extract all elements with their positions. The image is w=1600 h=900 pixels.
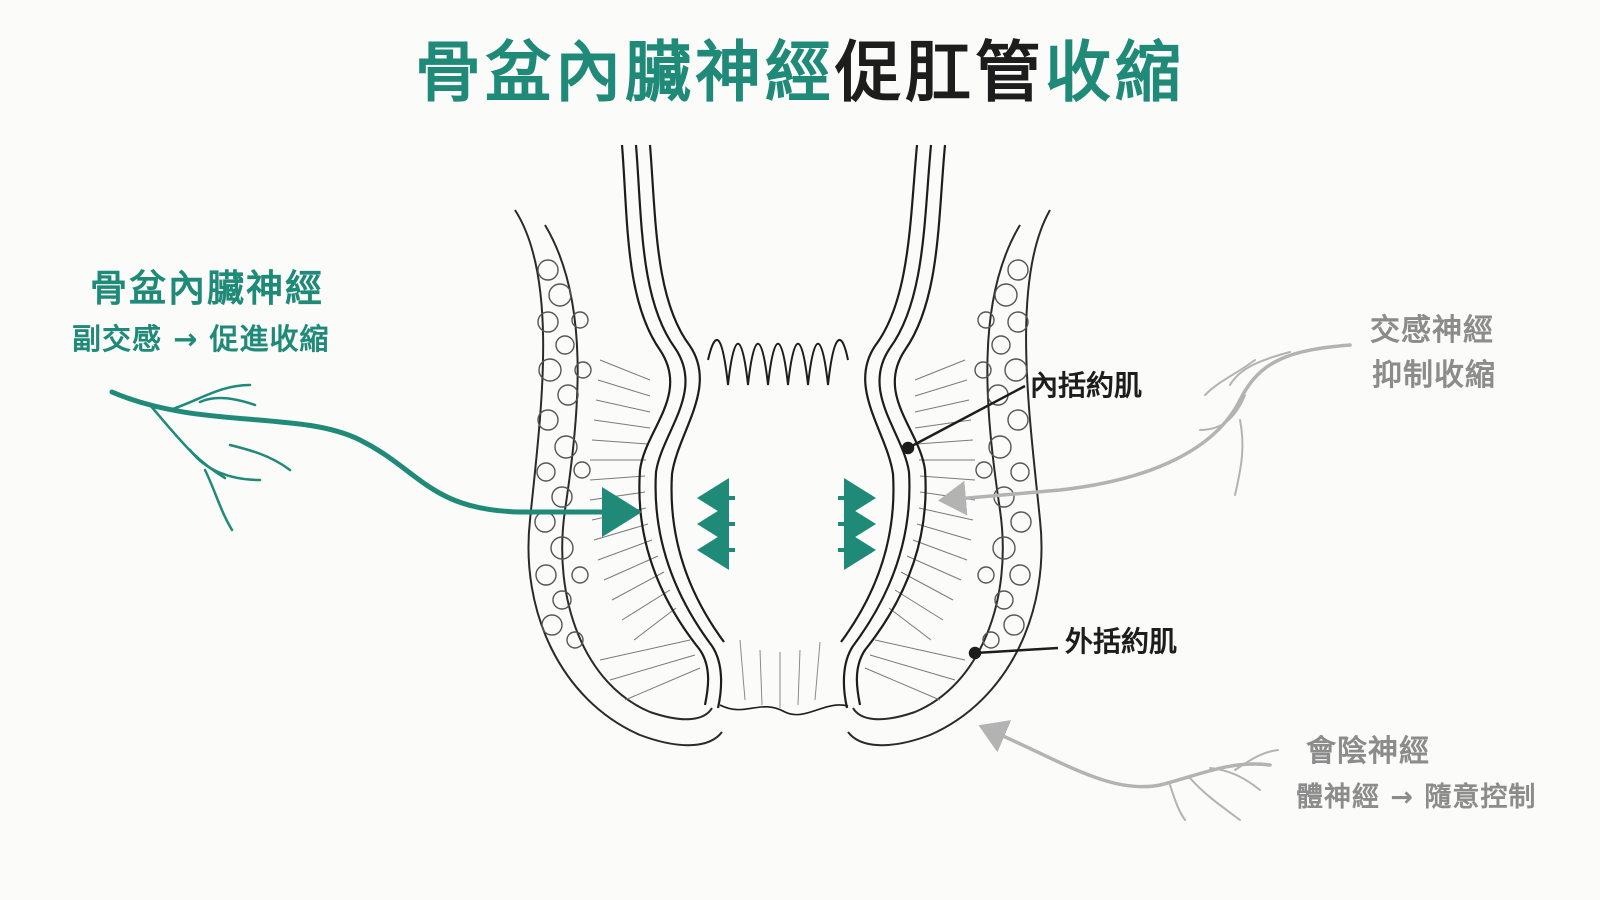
nerve-branch-icon — [938, 343, 1352, 516]
lumen-folds — [739, 639, 821, 708]
title-end: 收縮 — [1045, 34, 1185, 111]
fat-lobules-left — [534, 259, 592, 649]
nerve-branch-icon — [978, 720, 1279, 821]
anal-columns — [707, 339, 849, 386]
pelvic-splanchnic-effect: 副交感 → 促進收縮 — [72, 322, 330, 356]
sympathetic-effect: 抑制收縮 — [1372, 358, 1496, 393]
external-sphincter-left — [514, 209, 723, 747]
sympathetic-nerve — [938, 343, 1352, 516]
page-title: 骨盆內臟神經促肛管收縮 — [0, 28, 1600, 118]
sympathetic-label: 交感神經 — [1370, 313, 1494, 348]
canal-wall-right — [840, 144, 947, 709]
external-sphincter-label: 外括約肌 — [1065, 625, 1178, 658]
anal-lumen-bottom — [719, 704, 849, 716]
pelvic-splanchnic-nerve — [109, 389, 642, 537]
external-sphincter-right — [847, 209, 1051, 747]
pudendal-nerve — [978, 720, 1272, 789]
internal-sphincter-label: 內括約肌 — [1030, 369, 1143, 402]
canal-wall-left — [620, 144, 725, 709]
muscle-fibers — [589, 359, 976, 701]
label-leaders — [901, 384, 1059, 660]
fat-lobules-right — [974, 259, 1032, 649]
pudendal-label: 會陰神經 — [1306, 734, 1430, 769]
pudendal-effect: 體神經 → 隨意控制 — [1296, 782, 1537, 813]
contraction-arrows-right — [838, 478, 876, 570]
nerve-branch-icon — [109, 383, 642, 537]
title-highlight: 骨盆內臟神經 — [415, 34, 835, 111]
title-middle: 促肛管 — [835, 34, 1045, 111]
pelvic-splanchnic-label: 骨盆內臟神經 — [90, 267, 324, 310]
contraction-arrows-left — [697, 478, 735, 570]
